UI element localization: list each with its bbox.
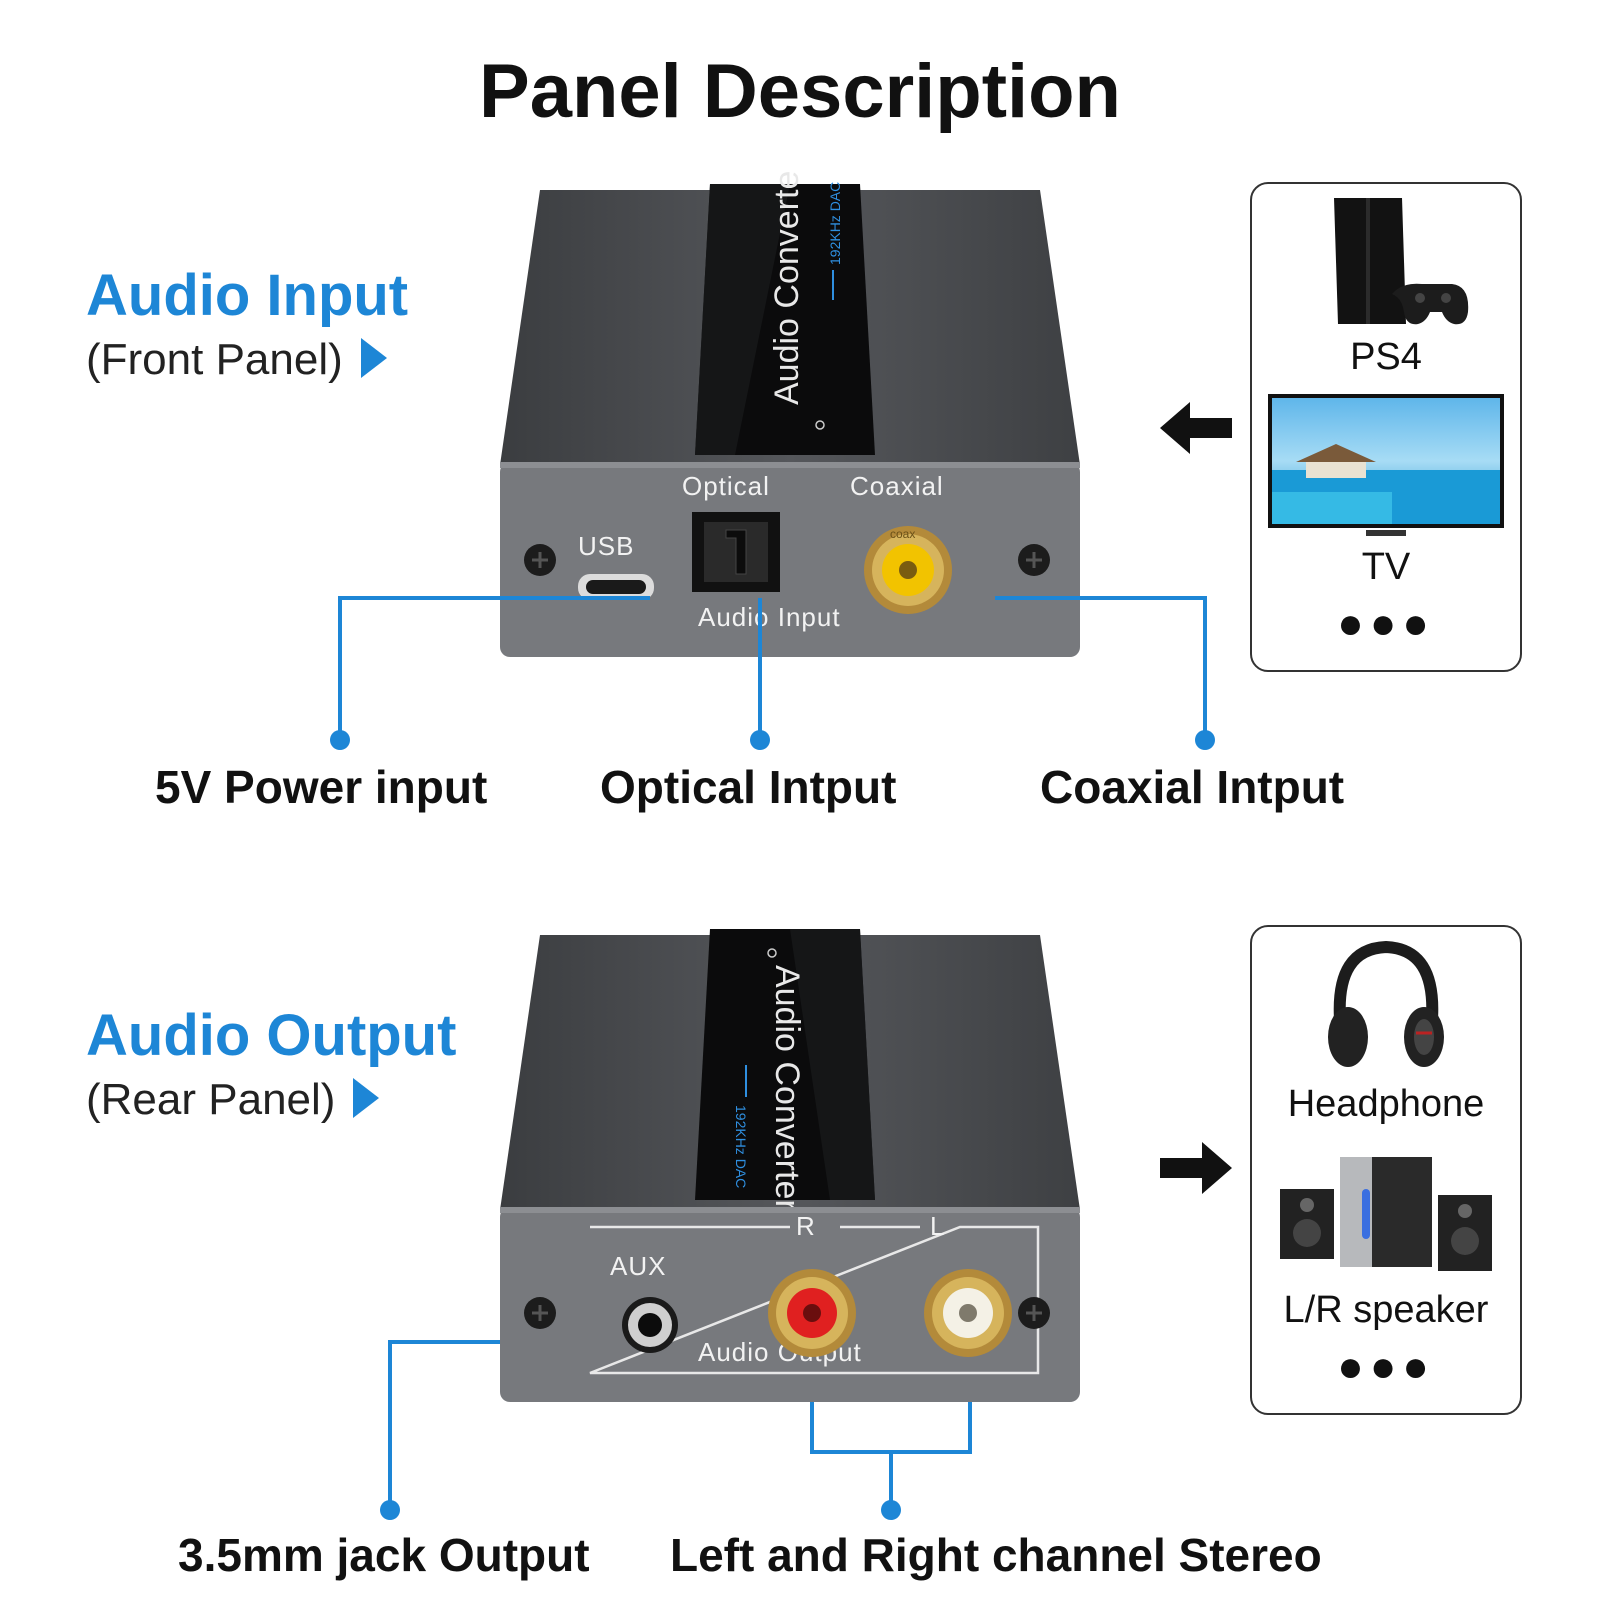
usb-label: USB	[578, 531, 634, 561]
callout-optical-input: Optical Intput	[600, 761, 897, 813]
coaxial-port[interactable]: coax	[864, 526, 952, 614]
output-section-heading: Audio Output (Rear Panel)	[86, 1002, 456, 1125]
source-label-tv: TV	[1361, 546, 1411, 588]
arrow-right-icon	[1160, 1142, 1232, 1194]
power-led-icon	[767, 948, 777, 958]
source-label-ps4: PS4	[1350, 336, 1422, 378]
aux-label: AUX	[610, 1251, 666, 1281]
optical-label: Optical	[682, 471, 770, 501]
target-label-headphone: Headphone	[1287, 1083, 1485, 1125]
callout-coaxial-input: Coaxial Intput	[1040, 761, 1345, 813]
left-channel-label: L	[930, 1211, 944, 1241]
optical-port[interactable]	[692, 512, 780, 592]
output-section-subtitle-text: (Rear Panel)	[86, 1075, 336, 1124]
output-section-title: Audio Output	[86, 1003, 457, 1068]
callout-power-input: 5V Power input	[155, 761, 488, 813]
output-section-subtitle: (Rear Panel)	[86, 1075, 456, 1125]
dac-text: 192KHz DAC	[827, 182, 843, 265]
aux-jack-port[interactable]	[622, 1297, 678, 1353]
brand-text: Audio Converter	[768, 170, 806, 405]
callout-stereo-output: Left and Right channel Stereo	[670, 1529, 1322, 1581]
more-sources-dots: ●●●	[1337, 599, 1435, 648]
micro-usb-port[interactable]	[578, 574, 654, 600]
callout-jack-output: 3.5mm jack Output	[178, 1529, 590, 1581]
audio-input-label: Audio Input	[698, 602, 841, 632]
brand-text: Audio Converter	[768, 965, 806, 1211]
play-triangle-icon	[353, 1078, 380, 1119]
input-section-subtitle-text: (Front Panel)	[86, 335, 343, 384]
source-devices-card: PS4 TV ●●●	[1250, 182, 1522, 672]
headphone-icon	[1328, 941, 1444, 1067]
target-devices-card: Headphone L/R speaker ●●●	[1250, 925, 1522, 1415]
coax-ring-text: coax	[890, 527, 915, 541]
input-section-heading: Audio Input (Front Panel)	[86, 262, 408, 385]
screw-left-icon	[524, 1297, 556, 1329]
screw-left-icon	[524, 544, 556, 576]
screw-right-icon	[1018, 1297, 1050, 1329]
arrow-left-icon	[1160, 402, 1232, 454]
tv-icon	[1268, 394, 1504, 536]
target-label-speaker: L/R speaker	[1283, 1289, 1489, 1331]
rca-left-port[interactable]	[924, 1269, 1012, 1357]
front-panel-device: Audio Converter 192KHz DAC USB Optical C…	[500, 170, 1080, 657]
input-section-title: Audio Input	[86, 263, 409, 328]
screw-right-icon	[1018, 544, 1050, 576]
rca-right-port[interactable]	[768, 1269, 856, 1357]
rear-panel-device: Audio Converter 192KHz DAC R L AUX Audio…	[500, 929, 1080, 1402]
input-section-subtitle: (Front Panel)	[86, 335, 408, 385]
more-targets-dots: ●●●	[1337, 1342, 1435, 1391]
play-triangle-icon	[360, 338, 387, 379]
right-channel-label: R	[796, 1211, 815, 1241]
speaker-icon	[1280, 1157, 1492, 1271]
ps4-console-icon	[1334, 198, 1469, 325]
dac-text: 192KHz DAC	[733, 1105, 749, 1188]
power-led-icon	[815, 420, 825, 430]
page-title: Panel Description	[479, 49, 1121, 134]
coaxial-label: Coaxial	[850, 471, 944, 501]
